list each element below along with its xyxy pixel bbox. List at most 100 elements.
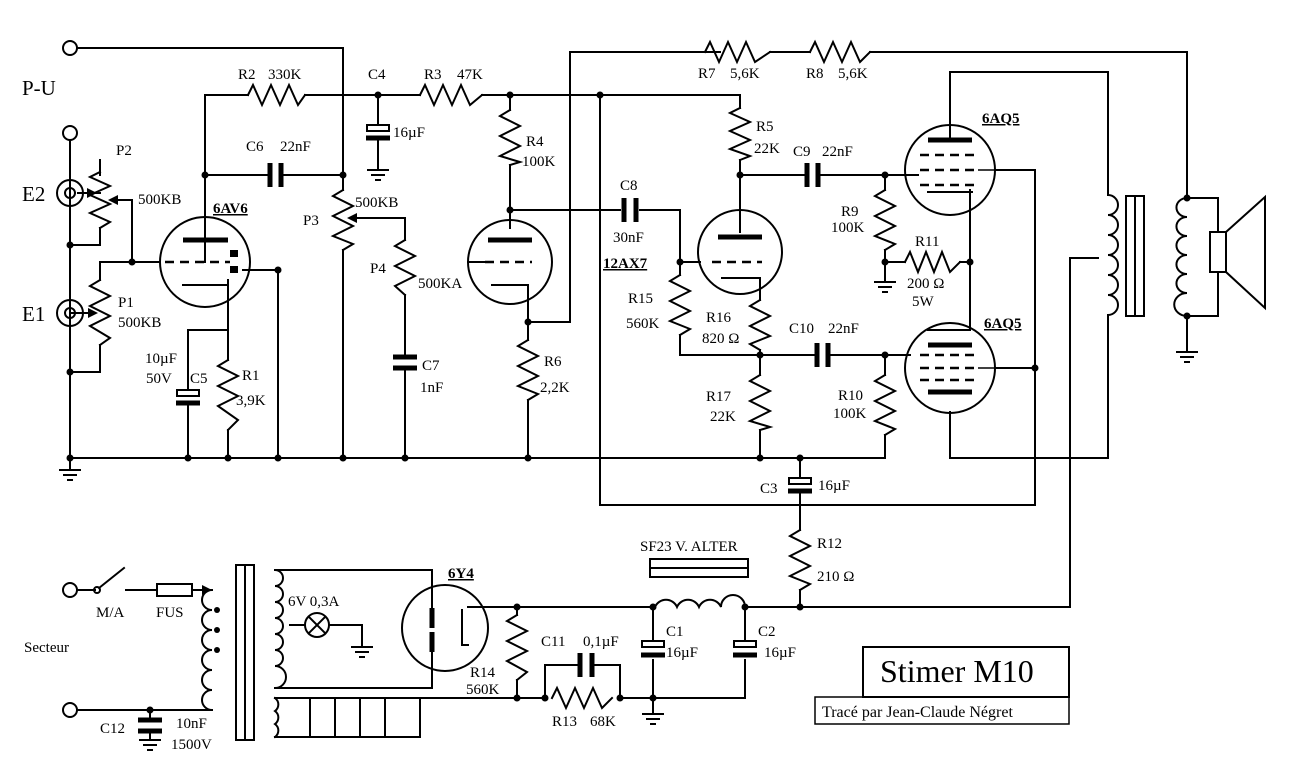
c12-value1: 10nF: [176, 716, 207, 732]
c2-value: 16µF: [764, 645, 796, 661]
r11-value1: 200 Ω: [907, 276, 944, 292]
output-transformer: [1069, 193, 1189, 319]
r4-value: 100K: [522, 154, 556, 170]
c9-ref: C9: [793, 144, 811, 160]
r9-value: 100K: [831, 220, 865, 236]
c3-value: 16µF: [818, 478, 850, 494]
r11-value2: 5W: [912, 294, 935, 310]
r16-ref: R16: [706, 310, 732, 326]
r12-ref: R12: [817, 536, 842, 552]
tube-v4-label: 6AQ5: [984, 316, 1022, 332]
r3-ref: R3: [424, 67, 442, 83]
r2-value: 330K: [268, 67, 302, 83]
r3-value: 47K: [457, 67, 483, 83]
c4-value: 16µF: [393, 125, 425, 141]
r15-ref: R15: [628, 291, 653, 307]
input-pu-label: P-U: [22, 76, 56, 100]
r7-ref: R7: [698, 66, 716, 82]
junctions: [66, 91, 1191, 714]
c5-value1: 10µF: [145, 351, 177, 367]
speaker-icon: [1209, 194, 1266, 311]
c12-ref: C12: [100, 721, 125, 737]
c7-ref: C7: [422, 358, 440, 374]
r6-value: 2,2K: [540, 380, 570, 396]
fuse-label: FUS: [156, 605, 184, 621]
r12-value: 210 Ω: [817, 569, 854, 585]
resistors: [77, 39, 962, 711]
c11-ref: C11: [541, 634, 565, 650]
tube-v2a: [467, 219, 553, 305]
capacitors: [138, 124, 831, 739]
r10-ref: R10: [838, 388, 863, 404]
tube-v3-label: 6AQ5: [982, 111, 1020, 127]
choke-label: SF23 V. ALTER: [640, 539, 738, 555]
c7-value: 1nF: [420, 380, 443, 396]
grounds: [59, 169, 1198, 751]
c10-ref: C10: [789, 321, 814, 337]
p4-value: 500KA: [418, 276, 462, 292]
r16-value: 820 Ω: [702, 331, 739, 347]
c12-value2: 1500V: [171, 737, 212, 753]
p2-ref: P2: [116, 143, 132, 159]
power-transformer: [201, 564, 287, 741]
tube-v2-label: 12AX7: [603, 256, 648, 272]
r7-value: 5,6K: [730, 66, 760, 82]
r14-ref: R14: [470, 665, 496, 681]
c1-ref: C1: [666, 624, 684, 640]
c6-ref: C6: [246, 139, 264, 155]
r2-ref: R2: [238, 67, 256, 83]
r17-value: 22K: [710, 409, 736, 425]
r10-value: 100K: [833, 406, 867, 422]
p4-ref: P4: [370, 261, 386, 277]
tube-v4: [904, 322, 996, 414]
c5-ref: C5: [190, 371, 208, 387]
p3-ref: P3: [303, 213, 319, 229]
p2-value: 500KB: [138, 192, 181, 208]
wires: [69, 47, 1219, 738]
tube-v2b: [697, 209, 783, 295]
r8-ref: R8: [806, 66, 824, 82]
r5-value: 22K: [754, 141, 780, 157]
r6-ref: R6: [544, 354, 562, 370]
lamp-icon: [304, 612, 330, 638]
r14-value: 560K: [466, 682, 500, 698]
c10-value: 22nF: [828, 321, 859, 337]
tube-rectifier: [401, 584, 489, 672]
c8-value: 30nF: [613, 230, 644, 246]
input-e2-label: E2: [22, 182, 45, 206]
r1-value: 3,9K: [236, 393, 266, 409]
tube-v1-label: 6AV6: [213, 201, 248, 217]
diagram-title: Stimer M10: [880, 653, 1034, 689]
labels: Stimer M10 Tracé par Jean-Claude Négret …: [22, 66, 1034, 753]
input-terminals: [56, 40, 84, 718]
r8-value: 5,6K: [838, 66, 868, 82]
r17-ref: R17: [706, 389, 732, 405]
mains-switch-icon: [93, 566, 126, 594]
r11-ref: R11: [915, 234, 939, 250]
c9-value: 22nF: [822, 144, 853, 160]
r9-ref: R9: [841, 204, 859, 220]
tube-v1: [159, 216, 251, 308]
credit-box: [814, 696, 1070, 725]
p3-value: 500KB: [355, 195, 398, 211]
mains-label: Secteur: [24, 640, 69, 656]
r15-value: 560K: [626, 316, 660, 332]
switch-label: M/A: [96, 605, 125, 621]
c4-ref: C4: [368, 67, 386, 83]
r5-ref: R5: [756, 119, 774, 135]
c3-ref: C3: [760, 481, 778, 497]
choke: [649, 558, 749, 610]
c5-value2: 50V: [146, 371, 172, 387]
diagram-credit: Tracé par Jean-Claude Négret: [822, 704, 1013, 721]
c2-ref: C2: [758, 624, 776, 640]
tube-rect-label: 6Y4: [448, 566, 474, 582]
c11-value: 0,1µF: [583, 634, 619, 650]
r4-ref: R4: [526, 134, 544, 150]
p1-value: 500KB: [118, 315, 161, 331]
r13-ref: R13: [552, 714, 577, 730]
c8-ref: C8: [620, 178, 638, 194]
tube-v3: [904, 124, 996, 216]
r13-value: 68K: [590, 714, 616, 730]
lamp-label: 6V 0,3A: [288, 594, 340, 610]
